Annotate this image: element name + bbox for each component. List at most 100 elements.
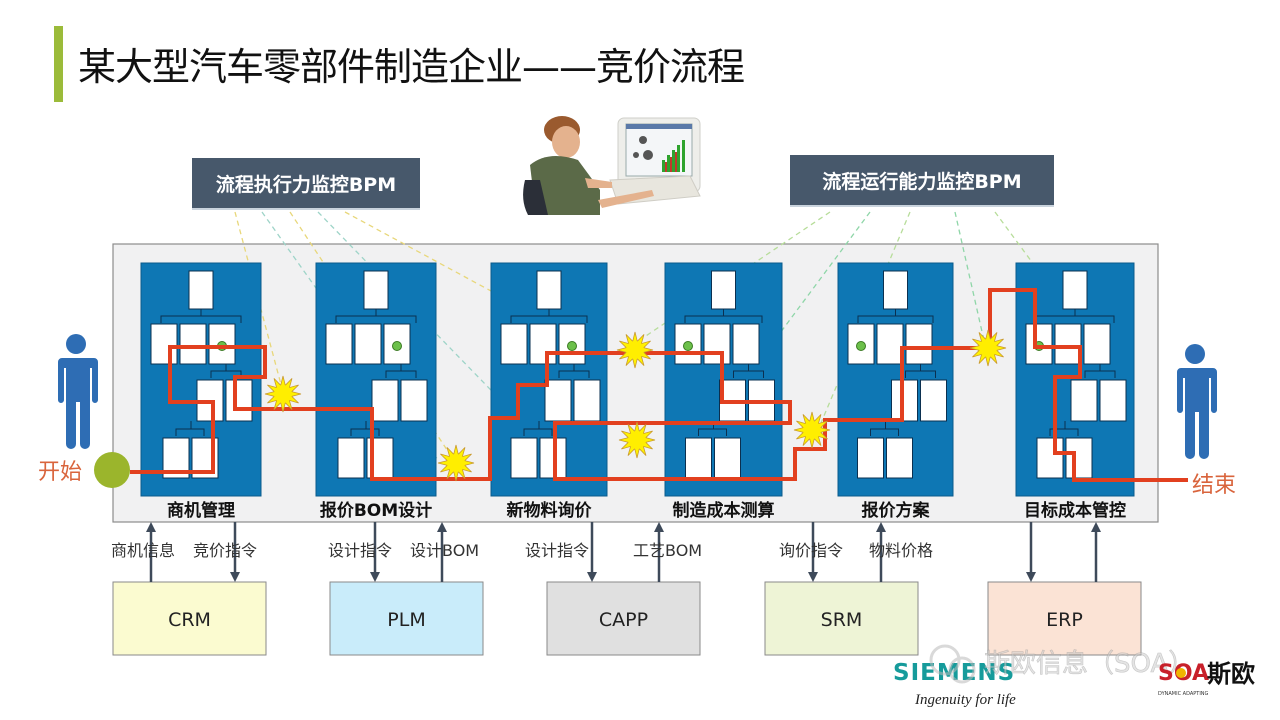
org-box bbox=[876, 323, 904, 365]
svg-text:斯欧: 斯欧 bbox=[1207, 660, 1255, 688]
burst-core bbox=[628, 431, 646, 449]
org-connector bbox=[210, 364, 242, 378]
svg-text:DYNAMIC ADAPTING: DYNAMIC ADAPTING bbox=[1158, 691, 1209, 697]
system-label: PLM bbox=[387, 609, 425, 631]
org-box bbox=[891, 379, 918, 422]
end-person-icon bbox=[1177, 344, 1217, 459]
stage-2 bbox=[315, 262, 437, 497]
arrow-head-up-icon bbox=[654, 522, 664, 532]
org-box bbox=[711, 270, 736, 310]
monitor-link-left bbox=[344, 211, 601, 351]
system-srm: SRM询价指令物料价格 bbox=[764, 522, 933, 656]
alert-burst-icon bbox=[437, 444, 475, 482]
monitor-link-right bbox=[954, 211, 986, 346]
status-dot bbox=[683, 341, 693, 351]
status-dot bbox=[392, 341, 402, 351]
system-box bbox=[112, 581, 267, 656]
org-connector bbox=[385, 364, 417, 378]
status-dot bbox=[567, 341, 577, 351]
alert-bursts bbox=[264, 329, 1007, 482]
org-box bbox=[883, 270, 908, 310]
org-connector bbox=[857, 309, 934, 323]
system-capp: CAPP设计指令工艺BOM bbox=[525, 522, 702, 656]
org-box bbox=[703, 323, 731, 365]
stage-label: 目标成本管控 bbox=[1024, 500, 1126, 521]
system-box bbox=[987, 581, 1142, 656]
org-box bbox=[1062, 270, 1088, 310]
system-label: CAPP bbox=[599, 609, 648, 631]
status-dot bbox=[856, 341, 866, 351]
flow-label: 工艺BOM bbox=[633, 541, 702, 560]
org-box bbox=[1070, 379, 1098, 422]
org-box bbox=[1083, 323, 1111, 365]
burst-core bbox=[979, 339, 997, 357]
svg-text:Ingenuity for life: Ingenuity for life bbox=[914, 692, 1016, 708]
alert-burst-icon bbox=[793, 411, 831, 449]
arrow-head-up-icon bbox=[1091, 522, 1101, 532]
flow-label: 设计BOM bbox=[410, 541, 479, 560]
start-label: 开始 bbox=[38, 460, 82, 485]
arrow-head-down-icon bbox=[230, 572, 240, 582]
alert-burst-icon bbox=[264, 375, 302, 413]
burst-core bbox=[626, 341, 644, 359]
org-connector bbox=[523, 421, 553, 436]
stage-label: 商机管理 bbox=[167, 500, 235, 521]
stage-label: 报价BOM设计 bbox=[320, 500, 432, 521]
operation-monitor-bpm: 流程运行能力监控BPM bbox=[790, 155, 1054, 205]
stage-label: 报价方案 bbox=[862, 500, 931, 521]
system-label: CRM bbox=[168, 609, 211, 631]
org-box bbox=[363, 270, 389, 310]
start-node bbox=[94, 452, 130, 488]
org-box bbox=[714, 437, 741, 479]
org-box bbox=[510, 437, 538, 479]
org-box bbox=[1065, 437, 1093, 479]
stage-3 bbox=[490, 262, 608, 497]
org-box bbox=[1054, 323, 1082, 365]
org-box bbox=[857, 437, 884, 479]
org-box bbox=[188, 270, 214, 310]
org-box bbox=[573, 379, 601, 422]
org-box bbox=[1036, 437, 1064, 479]
arrow-head-down-icon bbox=[808, 572, 818, 582]
org-connector bbox=[350, 421, 380, 436]
monitor-link-left bbox=[289, 211, 456, 463]
siemens-logo: SIEMENS Ingenuity for life bbox=[893, 660, 1016, 708]
org-connector bbox=[335, 309, 417, 323]
stage-labels: 商机管理报价BOM设计新物料询价制造成本测算报价方案目标成本管控 bbox=[167, 500, 1126, 521]
system-box bbox=[329, 581, 484, 656]
arrow-head-up-icon bbox=[876, 522, 886, 532]
org-box bbox=[544, 379, 572, 422]
org-box bbox=[325, 323, 353, 365]
org-box bbox=[1099, 379, 1127, 422]
start-person-icon bbox=[58, 334, 98, 449]
burst-core bbox=[447, 454, 465, 472]
org-connector bbox=[1049, 421, 1079, 436]
operator-at-computer-illustration bbox=[523, 116, 701, 215]
system-group: CRM商机信息竞价指令PLM设计指令设计BOMCAPP设计指令工艺BOMSRM询… bbox=[111, 522, 1142, 656]
org-box bbox=[371, 379, 399, 422]
process-path bbox=[130, 288, 1188, 482]
org-connector bbox=[905, 364, 936, 378]
arrow-head-up-icon bbox=[146, 522, 156, 532]
flow-label: 设计指令 bbox=[328, 541, 392, 560]
process-path-line bbox=[130, 288, 1188, 482]
arrow-head-down-icon bbox=[1026, 572, 1036, 582]
system-crm: CRM商机信息竞价指令 bbox=[111, 522, 267, 656]
arrow-head-down-icon bbox=[587, 572, 597, 582]
flow-label: 商机信息 bbox=[111, 541, 175, 560]
system-plm: PLM 设计指令设计BOM bbox=[328, 522, 484, 656]
org-connector bbox=[733, 364, 764, 378]
stage-1 bbox=[140, 262, 262, 497]
alert-burst-icon bbox=[618, 421, 656, 459]
burst-core bbox=[274, 385, 292, 403]
arrow-head-down-icon bbox=[370, 572, 380, 582]
org-box bbox=[150, 323, 178, 365]
org-connector bbox=[510, 309, 588, 323]
soa-logo: SOA 斯欧 DYNAMIC ADAPTING bbox=[1158, 660, 1255, 697]
org-connector bbox=[175, 421, 205, 436]
system-label: SRM bbox=[821, 609, 863, 631]
svg-text:斯欧信息（SOA）: 斯欧信息（SOA） bbox=[984, 649, 1194, 679]
org-box bbox=[536, 270, 562, 310]
arrow-head-up-icon bbox=[437, 522, 447, 532]
org-box bbox=[179, 323, 207, 365]
